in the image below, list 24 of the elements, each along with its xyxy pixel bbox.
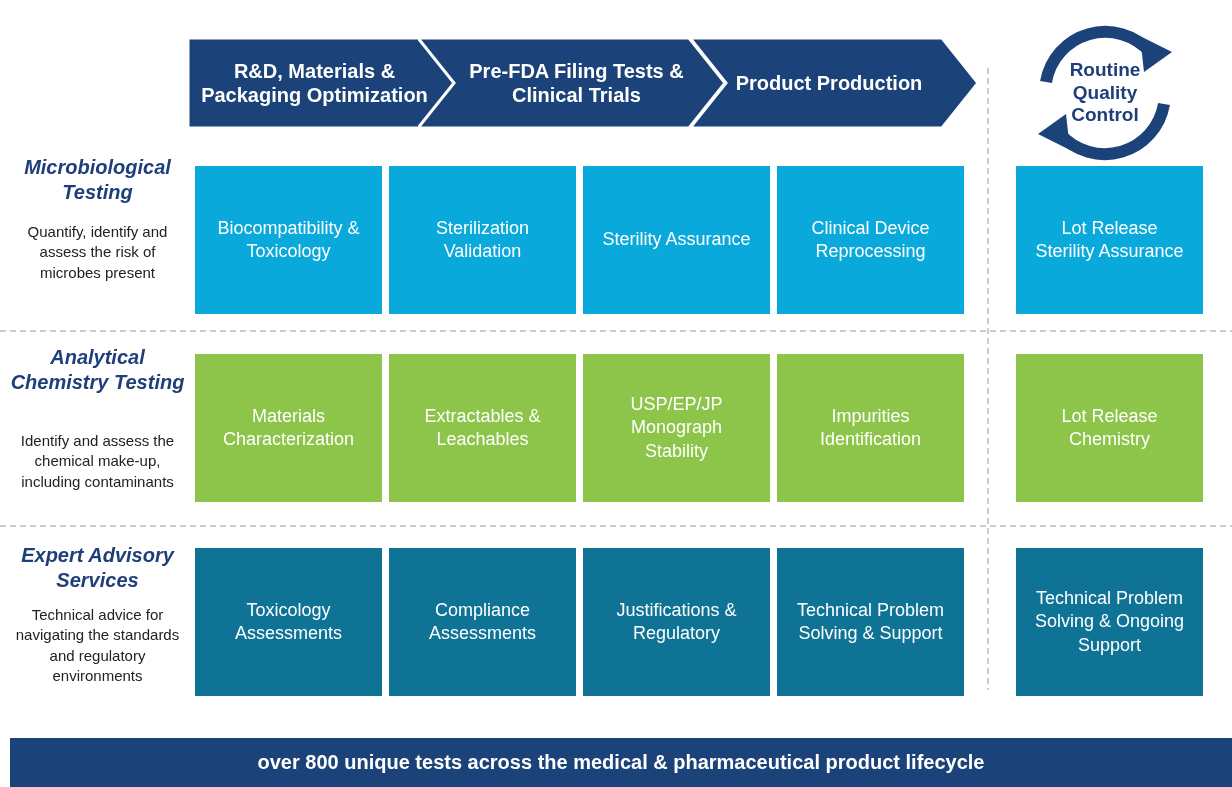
service-box: Extractables & Leachables — [389, 354, 576, 502]
footer-banner: over 800 unique tests across the medical & pharmaceutical product lifecycle — [10, 738, 1232, 787]
row-heading: Microbiological Testing — [23, 155, 172, 205]
service-box: Impurities Identification — [777, 354, 964, 502]
service-box: USP/EP/JP Monograph Stability — [583, 354, 770, 502]
service-box: Sterility Assurance — [583, 166, 770, 314]
service-box: Compliance Assessments — [389, 548, 576, 696]
row-description: Quantify, identify and assess the risk of microbes present — [26, 222, 169, 283]
row-description: Technical advice for navigating the standards and regulatory environments — [14, 605, 181, 686]
service-box: Technical Problem Solving & Ongoing Support — [1016, 548, 1203, 696]
row-description: Identify and assess the chemical make-up, including contaminants — [19, 431, 176, 492]
row-heading: Analytical Chemistry Testing — [10, 345, 185, 395]
service-box: Lot Release Chemistry — [1016, 354, 1203, 502]
service-box: Technical Problem Solving & Support — [777, 548, 964, 696]
service-box: Materials Characterization — [195, 354, 382, 502]
service-box: Sterilization Validation — [389, 166, 576, 314]
service-box: Toxicology Assessments — [195, 548, 382, 696]
service-box: Lot Release Sterility Assurance — [1016, 166, 1203, 314]
row-heading: Expert Advisory Services — [20, 543, 176, 593]
service-box: Justifications & Regulatory — [583, 548, 770, 696]
chevron-step: Product Production — [690, 38, 978, 128]
service-box: Clinical Device Reprocessing — [777, 166, 964, 314]
service-box: Biocompatibility & Toxicology — [195, 166, 382, 314]
chevron-step: R&D, Materials & Packaging Optimization — [188, 38, 455, 128]
